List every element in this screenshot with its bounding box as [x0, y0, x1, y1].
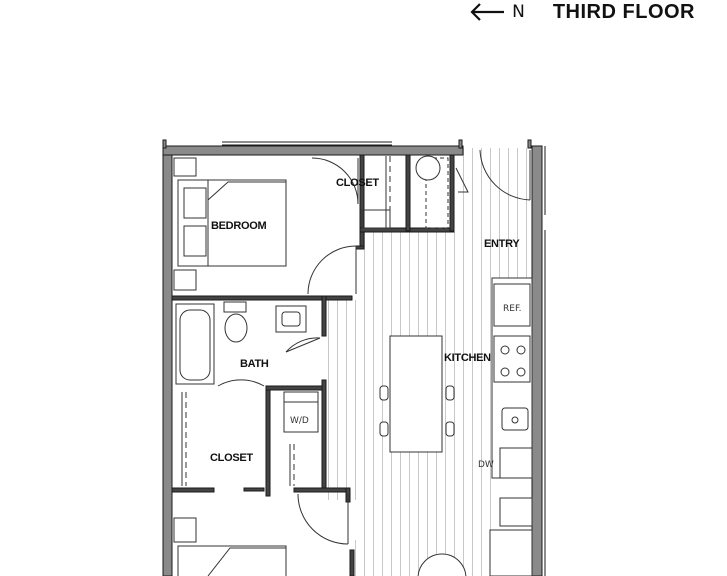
- north-label: N: [512, 2, 525, 22]
- room-label-kitchen: KITCHEN: [444, 352, 491, 364]
- bed: [173, 157, 287, 291]
- room-label-entry: ENTRY: [484, 238, 520, 250]
- bed-lower: [173, 517, 287, 576]
- door-swings: [217, 149, 531, 545]
- top-window: [222, 141, 392, 146]
- arrow-left-icon: [470, 3, 505, 21]
- room-label-closet-top: CLOSET: [336, 177, 379, 189]
- closet-shelves: [181, 156, 449, 486]
- plan-header: N THIRD FLOOR: [470, 0, 695, 24]
- wd-unit: [283, 391, 319, 433]
- interior-walls: [171, 154, 455, 576]
- kitchen-counter: [489, 277, 533, 576]
- fixture-label-dw: DW: [478, 460, 494, 470]
- kitchen-island: [379, 335, 455, 453]
- floor-title: THIRD FLOOR: [552, 0, 695, 23]
- fixture-label-ref: REF.: [503, 304, 522, 314]
- room-label-bath: BATH: [240, 358, 269, 370]
- fixture-label-wd: W/D: [290, 416, 309, 426]
- bar-stools: [379, 385, 455, 437]
- room-label-closet-bottom: CLOSET: [210, 452, 253, 464]
- floor-hatching: [322, 148, 530, 576]
- room-label-bedroom: BEDROOM: [211, 220, 266, 232]
- water-heater: [415, 155, 441, 181]
- dining-table: [417, 553, 467, 576]
- bath-fixtures: [175, 301, 307, 385]
